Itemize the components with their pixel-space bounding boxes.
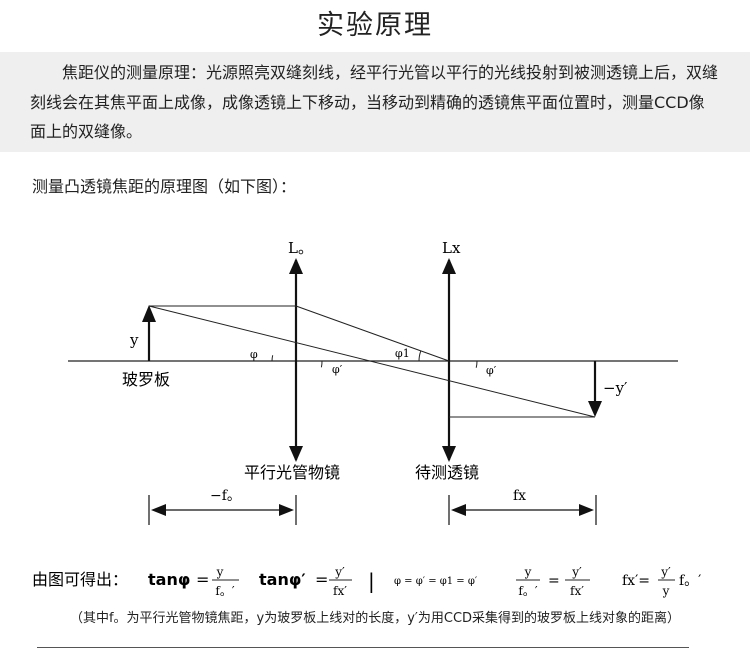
principle-description: 焦距仪的测量原理：光源照亮双缝刻线，经平行光管以平行的光线投射到被测透镜上后，双…	[0, 52, 750, 152]
plate-label: 玻罗板	[122, 370, 170, 389]
formula-eq4-num: y′	[660, 565, 671, 579]
formula-eq3-equals: =	[548, 573, 560, 589]
object-height-label: y	[129, 331, 139, 349]
angle-phi-prime-label: φ′	[332, 363, 343, 376]
angle-phi-label: φ	[250, 348, 258, 361]
formula-eq3-lhs-den: f。′	[518, 584, 537, 598]
test-lens-top-arrow	[442, 258, 456, 274]
formula-separator: |	[368, 569, 375, 593]
formula-eq4-den: y	[662, 584, 670, 598]
image-height-label: −y′	[603, 379, 628, 397]
formula-eq4-lhs: fx′=	[622, 573, 650, 589]
diagram-caption: 测量凸透镜焦距的原理图（如下图）：	[32, 177, 297, 196]
lens-o-label: L。	[288, 239, 313, 257]
formula-tan-phi-prime: tanφ′	[259, 570, 306, 589]
page-title: 实验原理	[317, 10, 433, 41]
formula-eq3-lhs-num: y	[524, 565, 532, 579]
object-arrow-head	[142, 305, 156, 322]
angle-arc-phi-prime2	[475, 360, 478, 368]
formula-tan-phi: tanφ	[148, 570, 190, 589]
dim-fx-left-arrow	[451, 504, 466, 516]
dim-fo-left-arrow	[151, 504, 166, 516]
formula-eq4-tail: f。′	[679, 573, 701, 589]
formula-eq2-equals: =	[315, 570, 328, 589]
lens-x-label: Lx	[442, 239, 461, 257]
angle-arc-phi	[271, 355, 274, 362]
collimator-label: 平行光管物镜	[244, 463, 340, 482]
formula-eq1-num: y	[216, 565, 224, 579]
angle-phi-prime2-label: φ′	[486, 364, 497, 377]
formula-eq3-rhs-den: fx′	[570, 584, 584, 598]
angle-arc-phi1	[418, 350, 422, 362]
bottom-divider	[37, 647, 689, 648]
formula-relation: φ = φ′ = φ1 = φ′	[394, 576, 478, 587]
ray-parallel	[295, 305, 450, 362]
formula-eq2-den: fx′	[333, 584, 347, 598]
image-arrow-head	[588, 401, 602, 417]
collimator-lens-top-arrow	[289, 258, 303, 274]
angle-arc-phi-prime	[320, 360, 323, 368]
dim-fo-right-arrow	[279, 504, 294, 516]
test-lens-label: 待测透镜	[415, 463, 479, 482]
formula-eq2-num: y′	[334, 565, 345, 579]
test-lens-bottom-arrow	[442, 446, 456, 462]
dim-fx-right-arrow	[579, 504, 594, 516]
formula-eq1-den: f。′	[215, 584, 234, 598]
angle-phi1-label: φ1	[395, 347, 410, 360]
collimator-lens-bottom-arrow	[289, 446, 303, 462]
formula-lead: 由图可得出：	[32, 570, 128, 589]
footnote: （其中f。为平行光管物镜焦距，y为玻罗板上线对的长度，y′为用CCD采集得到的玻…	[69, 611, 681, 626]
formula-eq3-rhs-num: y′	[571, 565, 582, 579]
formula-eq1-equals: =	[196, 570, 209, 589]
dim-fx-label: fx	[513, 488, 526, 504]
dim-fo-label: −f。	[210, 488, 241, 504]
ray-chief	[148, 305, 596, 418]
